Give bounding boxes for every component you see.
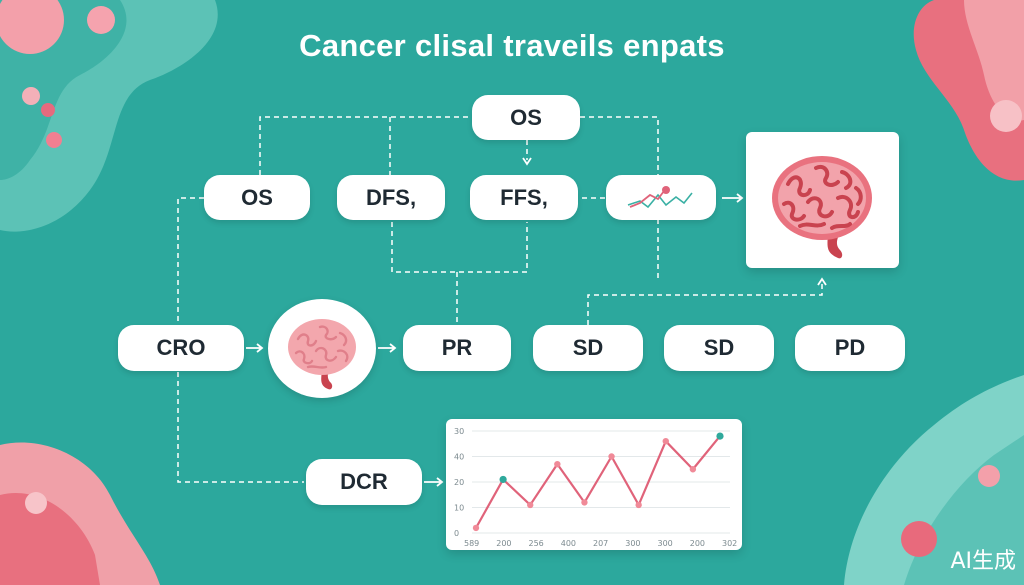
arrow-to-brain-card	[722, 193, 744, 203]
node-dcr[interactable]: DCR	[306, 459, 422, 505]
x-tick-label: 200	[690, 539, 705, 548]
arrow-dcr-to-chart	[424, 477, 444, 487]
data-point	[527, 501, 534, 509]
node-dfs[interactable]: DFS,	[337, 175, 445, 220]
data-point	[499, 475, 507, 484]
data-point	[608, 453, 615, 460]
y-tick-label: 20	[454, 478, 464, 487]
line-chart: 30 40 20 10 0 589 200 256 400 207 300 300 200 302	[454, 427, 737, 548]
connector-cro-to-dcr	[177, 372, 304, 483]
connector-os-top-left	[259, 116, 472, 175]
x-tick-label: 207	[593, 539, 608, 548]
data-point	[662, 438, 669, 445]
brain-icon	[772, 156, 872, 259]
brain-icon-small	[288, 319, 356, 390]
brain-circle	[268, 299, 376, 398]
x-tick-label: 400	[561, 539, 576, 548]
node-os-top[interactable]: OS	[472, 95, 580, 140]
x-tick-label: 200	[496, 539, 511, 548]
connector-os-to-cro	[177, 197, 204, 325]
x-tick-label: 589	[464, 539, 479, 548]
x-tick-label: 300	[625, 539, 640, 548]
connector-dfs-ffs-join	[391, 222, 528, 273]
arrow-circle-to-pr	[378, 343, 397, 353]
arrow-cro-to-circle	[246, 343, 264, 353]
x-tick-label: 256	[529, 539, 544, 548]
series-line	[475, 435, 721, 529]
watermark-label: AI生成	[950, 549, 1016, 574]
y-tick-label: 30	[454, 427, 464, 436]
x-tick-label: 302	[722, 539, 737, 548]
node-pd[interactable]: PD	[795, 325, 905, 371]
node-cro[interactable]: CRO	[118, 325, 244, 371]
data-point	[554, 460, 561, 468]
node-ffs[interactable]: FFS,	[470, 175, 578, 220]
decorative-blob-top-right	[913, 0, 1024, 181]
connector-sd-to-brain	[587, 280, 823, 325]
decorative-blob-bottom-right	[844, 375, 1024, 585]
data-point	[689, 466, 697, 473]
node-pr[interactable]: PR	[403, 325, 511, 371]
line-chart-icon	[627, 185, 693, 208]
diagram-title: Cancer clisal traveils enpats	[299, 28, 725, 63]
x-tick-label: 300	[658, 539, 673, 548]
arrow-os-top-down	[522, 157, 532, 166]
line-chart-card[interactable]	[606, 175, 716, 220]
line-chart-panel: 30 40 20 10 0 589 200 256 400 207 300 300 200 302	[446, 419, 742, 550]
node-sd-2[interactable]: SD	[664, 325, 774, 371]
data-point	[716, 432, 724, 440]
node-os[interactable]: OS	[204, 175, 310, 220]
y-tick-label: 0	[454, 529, 459, 538]
node-sd-1[interactable]: SD	[533, 325, 643, 371]
decorative-blob-bottom-left	[0, 442, 160, 585]
brain-card	[746, 132, 899, 268]
arrow-sd-to-brain-card	[817, 277, 827, 286]
data-point	[581, 499, 588, 506]
data-point	[635, 501, 642, 509]
data-point	[472, 524, 480, 532]
y-tick-label: 40	[454, 453, 464, 462]
decorative-blob-top-left	[0, 0, 218, 232]
y-tick-label: 10	[454, 504, 464, 513]
